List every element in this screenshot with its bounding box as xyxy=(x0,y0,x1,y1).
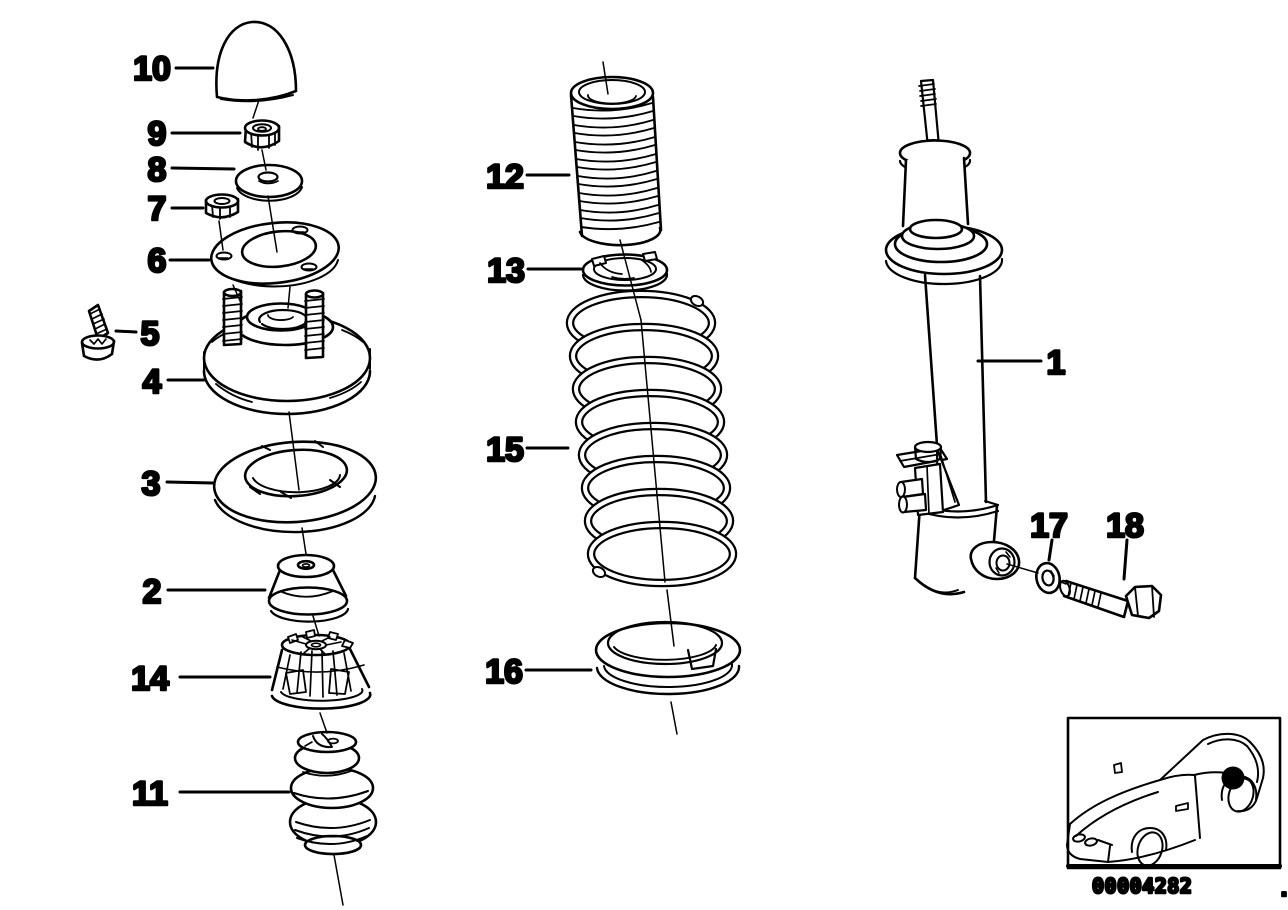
callout-13-label[interactable]: 13 xyxy=(486,251,526,292)
callout-16-label[interactable]: 16 xyxy=(484,652,524,693)
part-13-upper-spring-pad xyxy=(581,251,669,292)
callout-13[interactable]: 13 xyxy=(486,251,583,292)
callout-9-label[interactable]: 9 xyxy=(146,114,168,155)
part-5-screw xyxy=(80,303,116,361)
part-9-hex-nut xyxy=(243,119,281,151)
callout-7[interactable]: 7 xyxy=(146,189,205,230)
callout-5-leader xyxy=(114,329,138,334)
car-location-inset xyxy=(1066,716,1282,870)
callout-3-label[interactable]: 3 xyxy=(140,464,162,505)
doc-number: 00004282 xyxy=(1092,874,1192,898)
callout-18-label[interactable]: 18 xyxy=(1105,506,1145,547)
stray-period-mark: . xyxy=(1278,877,1288,901)
part-3-spring-pad-ring xyxy=(212,440,378,534)
callout-6-label[interactable]: 6 xyxy=(146,241,168,282)
car-outline-icon xyxy=(1066,732,1265,867)
part-2-protective-cap xyxy=(267,553,350,623)
callout-5[interactable]: 5 xyxy=(114,314,161,355)
part-1-shock-absorber xyxy=(884,78,1021,596)
part-16-lower-spring-pad xyxy=(594,620,742,696)
callout-9[interactable]: 9 xyxy=(146,114,242,155)
part-10-dome-cap xyxy=(215,20,298,103)
callout-17-leader xyxy=(1047,538,1054,562)
callout-2-label[interactable]: 2 xyxy=(141,572,163,613)
callout-11-label[interactable]: 11 xyxy=(131,774,170,815)
callout-15-label[interactable]: 15 xyxy=(485,430,525,471)
part-18-hex-bolt xyxy=(1059,579,1163,620)
callout-1-label[interactable]: 1 xyxy=(1045,343,1067,384)
callout-3[interactable]: 3 xyxy=(140,464,215,505)
callout-6[interactable]: 6 xyxy=(146,241,211,282)
callout-1[interactable]: 1 xyxy=(976,343,1067,384)
callout-8[interactable]: 8 xyxy=(146,150,236,191)
callout-15[interactable]: 15 xyxy=(485,430,570,471)
callout-17[interactable]: 17 xyxy=(1029,506,1069,562)
callout-7-label[interactable]: 7 xyxy=(146,189,168,230)
part-4-strut-mount xyxy=(202,287,372,416)
callout-3-leader xyxy=(165,480,215,485)
part-7-hex-nut xyxy=(204,193,240,220)
callout-10[interactable]: 10 xyxy=(132,49,215,90)
assembly-center-lines xyxy=(218,61,1067,906)
callout-12[interactable]: 12 xyxy=(485,157,571,198)
callout-11[interactable]: 11 xyxy=(131,774,291,815)
callout-14[interactable]: 14 xyxy=(130,659,272,700)
callout-18[interactable]: 18 xyxy=(1105,506,1145,581)
part-17-washer xyxy=(1035,561,1061,595)
callout-12-label[interactable]: 12 xyxy=(485,157,525,198)
callout-8-leader xyxy=(170,166,236,171)
callout-18-leader xyxy=(1122,538,1129,581)
part-6-retaining-plate xyxy=(209,221,341,288)
callout-14-label[interactable]: 14 xyxy=(130,659,171,700)
part-12-protective-boot xyxy=(569,75,663,247)
callout-5-label[interactable]: 5 xyxy=(139,314,161,355)
axle-position-marker xyxy=(1221,766,1245,790)
callout-10-label[interactable]: 10 xyxy=(132,49,172,90)
callout-4-label[interactable]: 4 xyxy=(141,362,163,403)
callout-2[interactable]: 2 xyxy=(141,572,267,613)
part-14-support-cone xyxy=(270,629,372,710)
callout-17-label[interactable]: 17 xyxy=(1029,506,1069,547)
callout-8-label[interactable]: 8 xyxy=(146,150,168,191)
callout-16[interactable]: 16 xyxy=(484,652,593,693)
callout-4[interactable]: 4 xyxy=(141,362,206,403)
part-8-washer xyxy=(234,163,304,202)
part-11-bump-stop xyxy=(288,730,378,856)
